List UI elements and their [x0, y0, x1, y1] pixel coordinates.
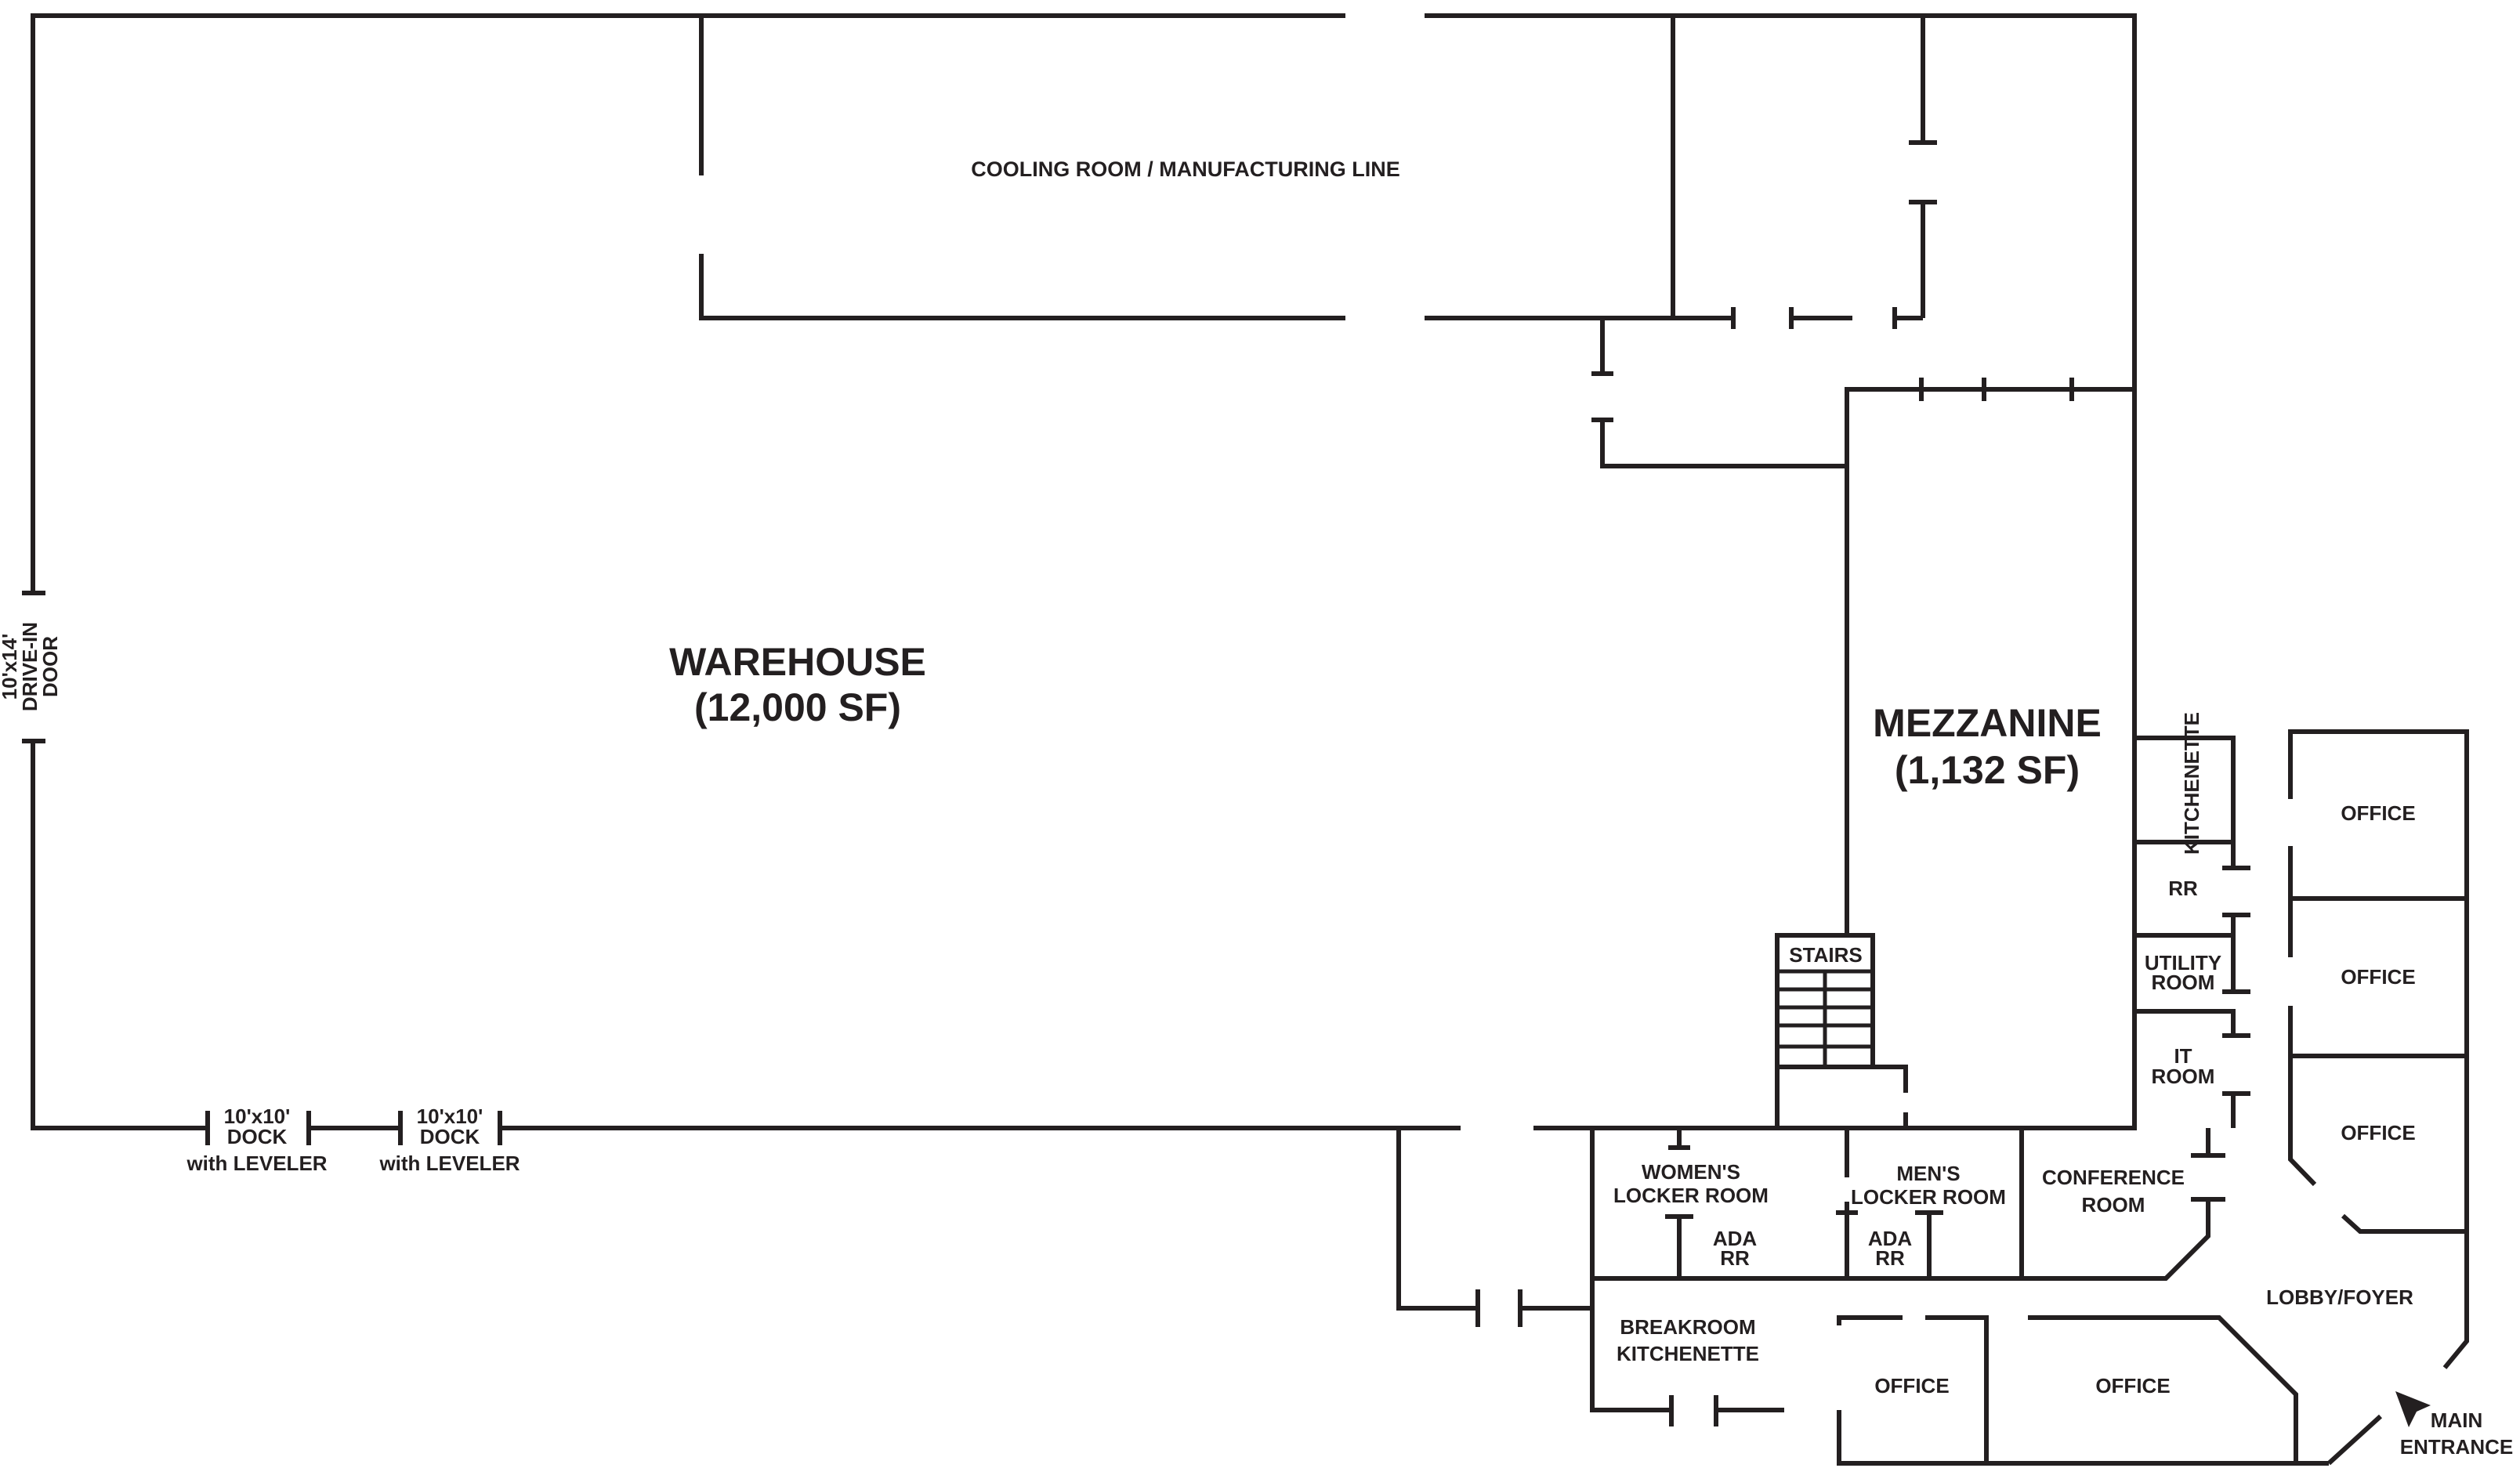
lobby-label: LOBBY/FOYER: [2266, 1285, 2413, 1309]
main-entrance-label-2: ENTRANCE: [2400, 1435, 2513, 1459]
dock-1-leveler: with LEVELER: [186, 1152, 327, 1175]
warehouse-area-label: (12,000 SF): [694, 685, 901, 729]
dock-2-label: 10'x10' DOCK with LEVELER: [378, 1105, 520, 1175]
dock-2-leveler: with LEVELER: [378, 1152, 520, 1175]
mens-locker-label-2: LOCKER ROOM: [1851, 1185, 2006, 1209]
entrance-arrow-icon: [2395, 1391, 2431, 1427]
conference-room-label: CONFERENCE: [2042, 1166, 2185, 1189]
mens-locker-label: MEN'S: [1896, 1162, 1960, 1185]
womens-locker-label: WOMEN'S: [1642, 1160, 1740, 1184]
office-label-east-2: OFFICE: [2341, 965, 2415, 989]
mezzanine-walls: [1591, 318, 2134, 935]
utility-room-label-2: ROOM: [2152, 971, 2215, 994]
kitchenette-label: KITCHENETTE: [2180, 712, 2203, 855]
dock-2-text: DOCK: [420, 1125, 480, 1148]
mens-ada-rr-label: RR: [1875, 1246, 1905, 1270]
drive-in-door-text: DOOR: [38, 636, 62, 697]
dock-2-size: 10'x10': [417, 1105, 483, 1128]
conference-room-label-2: ROOM: [2082, 1193, 2145, 1217]
breakroom-label: BREAKROOM: [1620, 1315, 1755, 1339]
stairs: [1775, 933, 1908, 1128]
cooling-room-label: COOLING ROOM / MANUFACTURING LINE: [971, 157, 1399, 181]
breakroom-label-2: KITCHENETTE: [1617, 1342, 1759, 1365]
office-label-south-1: OFFICE: [1874, 1374, 1949, 1397]
mezzanine-area-label: (1,132 SF): [1895, 748, 2080, 792]
office-label-south-2: OFFICE: [2095, 1374, 2170, 1397]
amenity-walls: [1396, 1128, 2383, 1466]
office-label-east-1: OFFICE: [2341, 801, 2415, 825]
utility-room-label: UTILITY: [2145, 951, 2221, 974]
dock-1-label: 10'x10' DOCK with LEVELER: [186, 1105, 327, 1175]
east-offices-walls: [2288, 729, 2469, 1369]
womens-ada-label: ADA: [1713, 1227, 1758, 1250]
warehouse-walls: [22, 13, 2137, 1145]
warehouse-label: WAREHOUSE: [669, 640, 926, 684]
cooling-room-walls: [699, 16, 1937, 329]
office-label-east-3: OFFICE: [2341, 1121, 2415, 1144]
main-entrance-label: MAIN: [2431, 1408, 2482, 1432]
drive-in-door-label: 10'x14' DRIVE-IN DOOR: [0, 622, 62, 711]
dock-1-size: 10'x10': [224, 1105, 291, 1128]
it-room-label: IT: [2174, 1044, 2192, 1068]
mezzanine-label: MEZZANINE: [1873, 701, 2102, 745]
rr-label: RR: [2168, 877, 2198, 900]
womens-ada-rr-label: RR: [1720, 1246, 1750, 1270]
drive-in-text: DRIVE-IN: [18, 622, 42, 711]
dock-1-text: DOCK: [227, 1125, 288, 1148]
service-rooms-walls: [2134, 736, 2250, 1128]
womens-locker-label-2: LOCKER ROOM: [1613, 1184, 1769, 1207]
stairs-label: STAIRS: [1789, 943, 1862, 967]
it-room-label-2: ROOM: [2152, 1065, 2215, 1088]
drive-in-size: 10'x14': [0, 634, 21, 700]
mens-ada-label: ADA: [1868, 1227, 1913, 1250]
